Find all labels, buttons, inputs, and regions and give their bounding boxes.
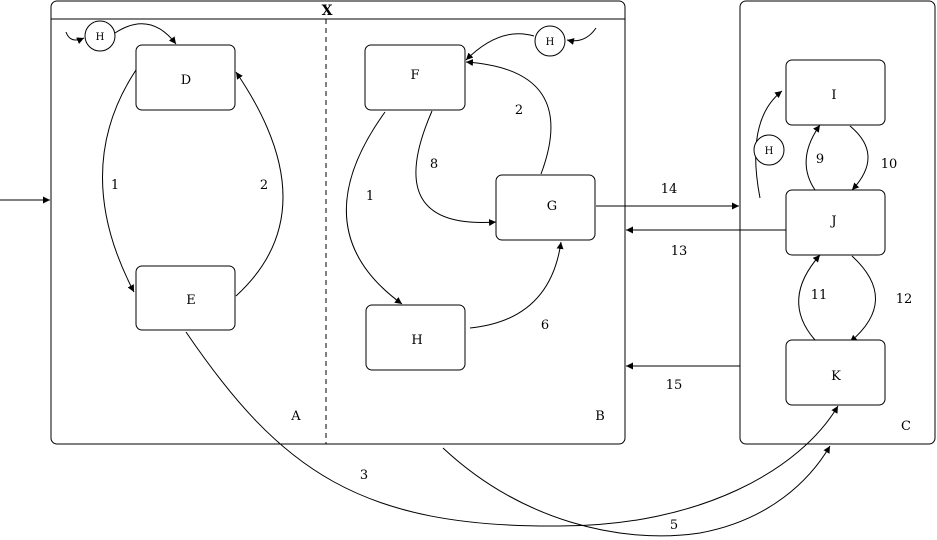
state-d-label: D: [181, 73, 191, 88]
history-c-label: H: [765, 146, 774, 157]
state-g: G: [495, 174, 596, 241]
label-e-to-d: 2: [260, 178, 268, 193]
superstate-x: X A B: [50, 0, 626, 445]
transition-f-to-g: [415, 110, 497, 226]
state-i-label: I: [831, 88, 836, 103]
label-x-to-k: 5: [670, 518, 678, 533]
transition-j-to-i: [805, 124, 821, 191]
transition-k-to-j: [798, 254, 821, 341]
history-a-label: H: [96, 32, 105, 43]
transition-d-to-e: [102, 69, 137, 293]
state-h-label: H: [411, 333, 422, 348]
state-j: J: [785, 189, 886, 256]
label-k-to-j: 11: [811, 288, 828, 303]
label-e-to-k: 3: [360, 468, 368, 483]
history-b-out-arrow: [465, 33, 535, 61]
state-f-label: F: [410, 68, 419, 83]
state-k-label: K: [831, 369, 841, 384]
transition-i-to-j: [849, 125, 869, 191]
history-c-out-arrow: [755, 90, 783, 199]
label-j-to-k: 12: [896, 292, 913, 307]
history-b: H: [534, 25, 566, 57]
label-j-to-b: 13: [671, 244, 688, 259]
region-label-c: C: [901, 419, 911, 434]
superstate-title: X: [322, 3, 333, 19]
state-e-label: E: [186, 293, 196, 308]
transition-f-to-h: [345, 111, 403, 305]
label-c-to-b: 15: [666, 378, 683, 393]
label-d-to-e: 1: [111, 178, 119, 193]
history-b-label: H: [546, 37, 555, 48]
state-d: D: [135, 44, 236, 111]
transition-h-to-g: [469, 241, 564, 329]
region-label-b: B: [595, 409, 605, 424]
transition-labels: 1 2 3 5 1 2 8 6 9 10 11 12 13 14 15: [111, 103, 912, 533]
label-f-to-h: 1: [366, 189, 374, 204]
transitions: [0, 23, 876, 537]
label-f-to-g: 8: [430, 157, 438, 172]
state-f: F: [364, 44, 466, 111]
state-g-label: G: [547, 199, 557, 214]
state-j-label: J: [829, 214, 836, 229]
state-e: E: [135, 265, 236, 331]
transition-g-to-f: [465, 59, 552, 175]
state-k: K: [785, 339, 886, 406]
region-label-a: A: [290, 409, 301, 424]
transition-j-to-k: [849, 255, 876, 343]
history-a-out-arrow: [114, 23, 177, 45]
history-a: H: [84, 20, 116, 52]
label-g-to-c: 14: [661, 182, 678, 197]
state-h: H: [365, 304, 466, 371]
label-h-to-g: 6: [541, 318, 549, 333]
state-i: I: [785, 59, 886, 126]
label-i-to-j: 10: [881, 157, 898, 172]
history-a-in-arrow: [65, 31, 85, 44]
history-b-in-arrow: [566, 27, 597, 45]
label-j-to-i: 9: [816, 152, 824, 167]
label-g-to-f: 2: [515, 103, 523, 118]
transition-x-to-k: [442, 445, 831, 537]
history-c: H: [753, 134, 785, 166]
transition-e-to-k: [185, 331, 839, 527]
transition-e-to-d: [235, 71, 284, 297]
